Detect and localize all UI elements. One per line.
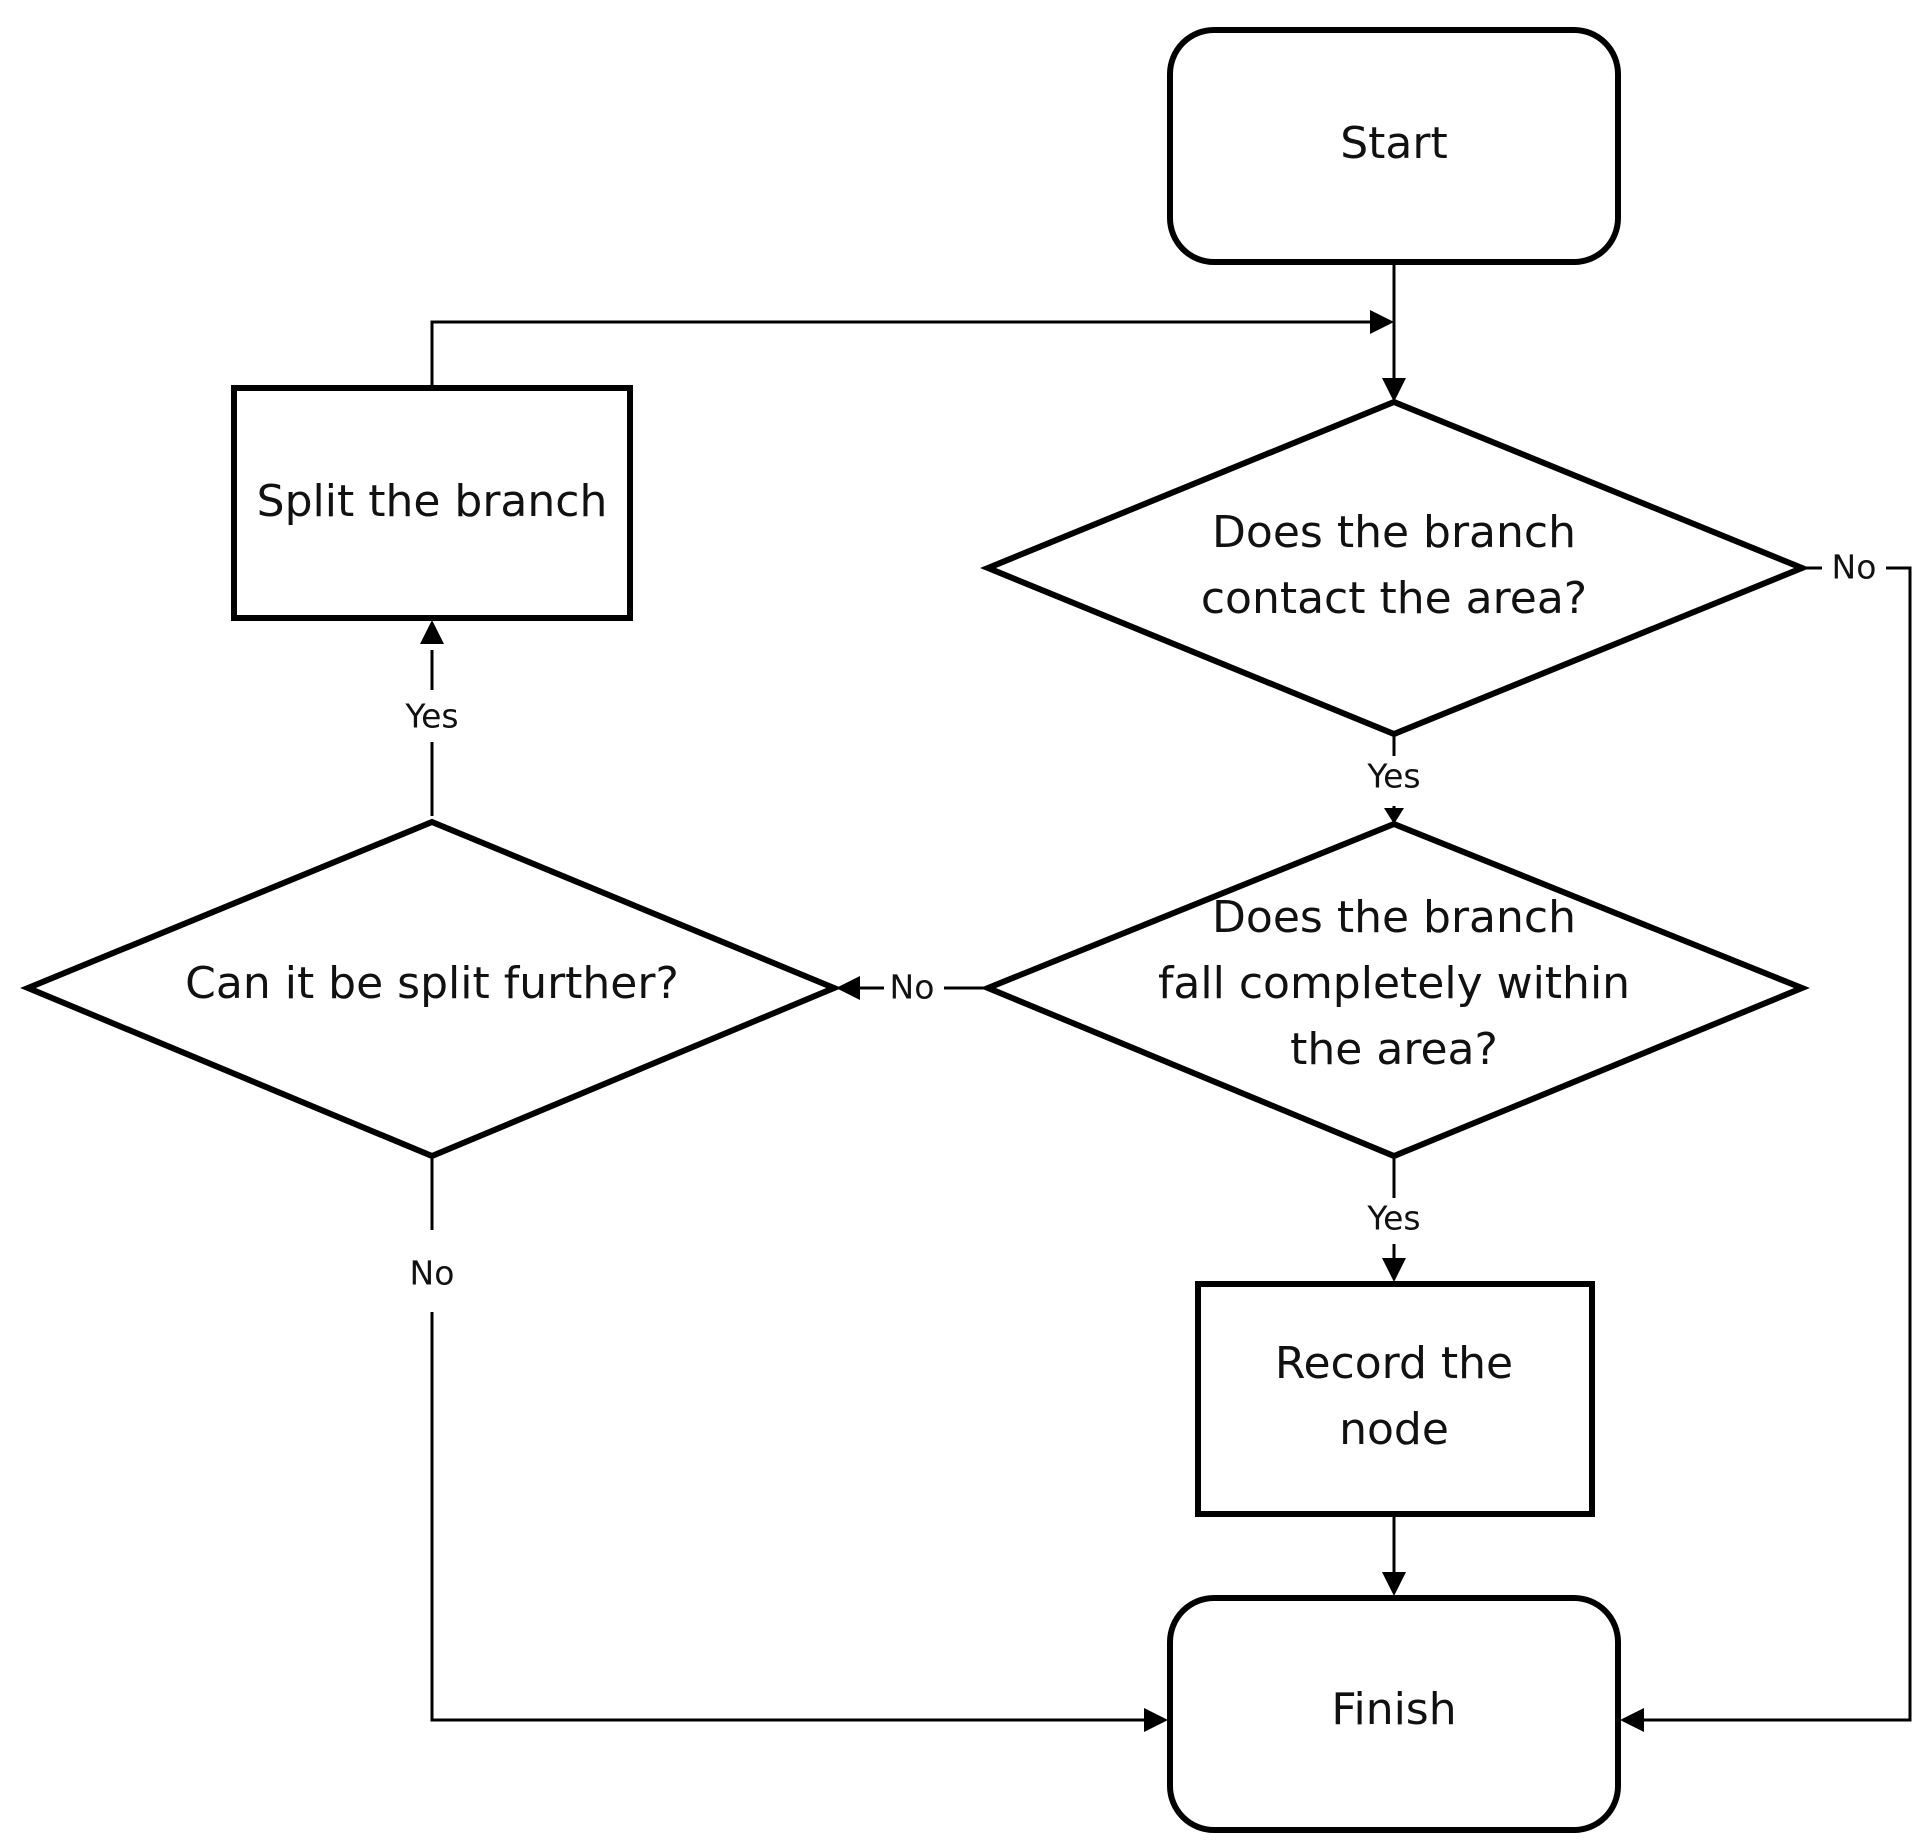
start-terminal	[1167, 27, 1621, 265]
edge-label-contact-yes: Yes	[1366, 757, 1420, 796]
record-node-label-line2: node	[1339, 1404, 1449, 1455]
split-branch-label: Split the branch	[257, 476, 608, 527]
arrowhead-into-contact	[1382, 378, 1406, 402]
arrowhead-into-split	[420, 620, 444, 644]
arrowhead-into-can-split	[836, 976, 860, 1000]
edge-label-can-split-yes: Yes	[404, 697, 458, 736]
arrowhead-into-finish-left	[1144, 1708, 1168, 1732]
arrowhead-into-within	[1384, 808, 1404, 824]
edge-label-can-split-no: No	[410, 1254, 455, 1293]
within-area-label-line2: fall completely within	[1158, 958, 1630, 1009]
arrowhead-into-record	[1382, 1258, 1406, 1282]
contact-area-label-line1: Does the branch	[1212, 507, 1576, 558]
within-area-label-line3: the area?	[1290, 1024, 1498, 1075]
start-label: Start	[1340, 118, 1448, 169]
edge-label-within-yes: Yes	[1366, 1199, 1420, 1238]
finish-terminal	[1167, 1595, 1621, 1833]
split-branch-process	[231, 385, 633, 621]
within-area-decision	[980, 820, 1810, 1160]
arrowhead-loop-back	[1370, 310, 1394, 334]
record-node-process	[1195, 1281, 1595, 1517]
finish-label: Finish	[1331, 1684, 1456, 1735]
contact-area-label-line2: contact the area?	[1201, 573, 1587, 624]
edge-label-contact-no: No	[1832, 548, 1877, 587]
connector-can-split-no	[430, 1312, 1148, 1722]
contact-area-decision	[980, 398, 1810, 738]
arrowhead-into-finish-right	[1620, 1708, 1644, 1732]
within-area-label-line1: Does the branch	[1212, 892, 1576, 943]
connector-split-loop-back	[430, 320, 1374, 388]
can-split-decision	[20, 818, 842, 1160]
connector-contact-no	[1640, 566, 1912, 1722]
can-split-label: Can it be split further?	[185, 958, 679, 1009]
record-node-label-line1: Record the	[1275, 1338, 1513, 1389]
arrowhead-into-finish-top	[1382, 1572, 1406, 1596]
edge-label-within-no: No	[890, 968, 935, 1007]
